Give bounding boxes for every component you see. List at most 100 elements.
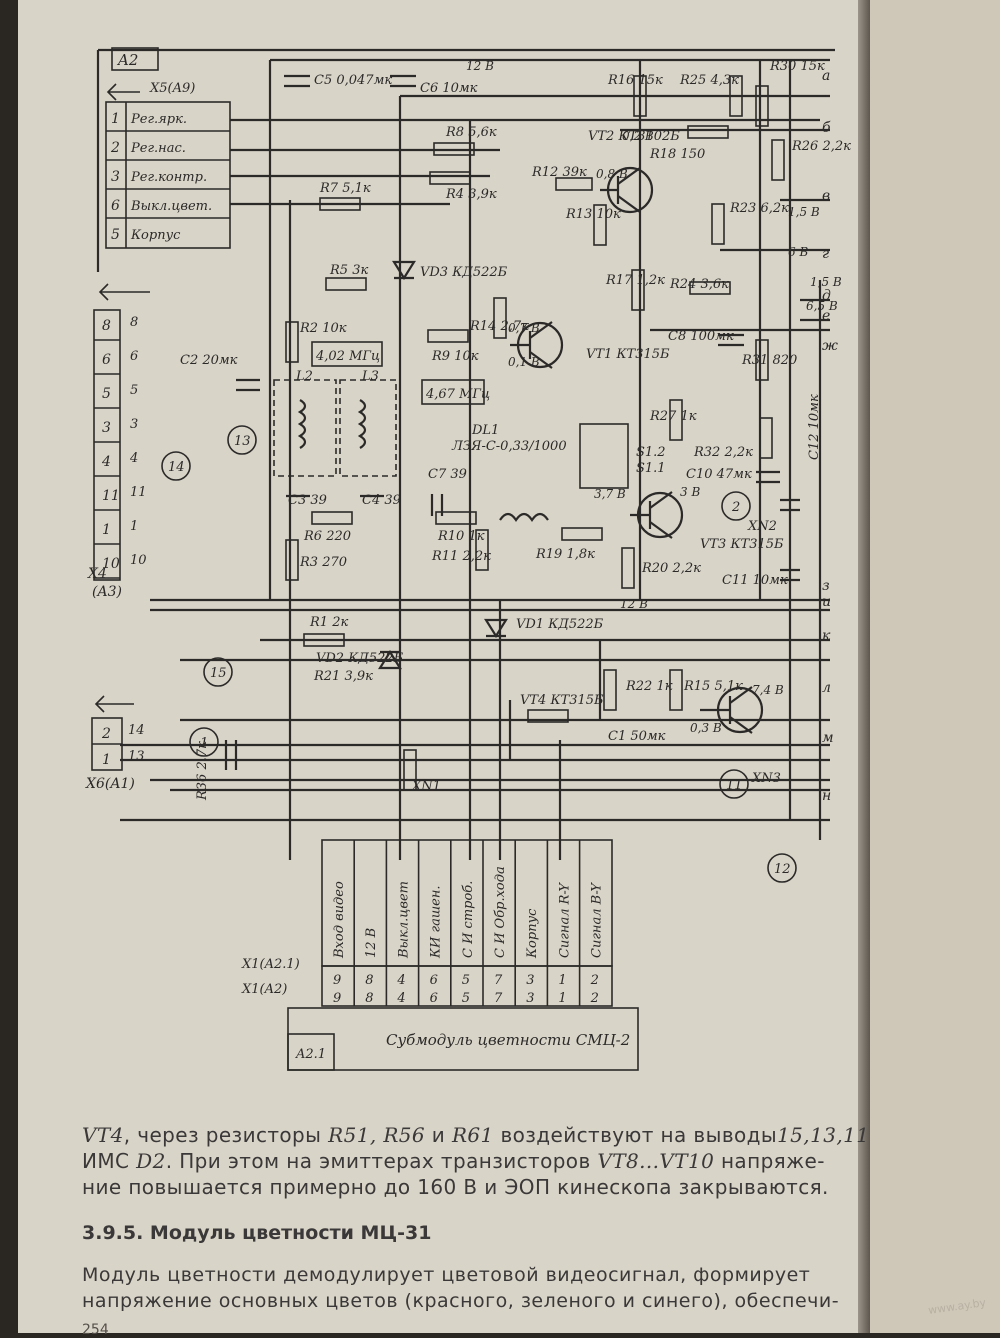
component-label: R24 3,6к xyxy=(669,277,729,292)
circled-number: 11 xyxy=(726,778,743,793)
circled-marker xyxy=(227,425,257,455)
x1-pin-bottom: 3 xyxy=(526,991,534,1006)
p1-part-5: воздействуют на выводы xyxy=(493,1123,778,1147)
component-label: C8 100мк xyxy=(668,329,734,344)
paragraph-1-line-1-text: VT4, через резисторы R51, R56 и R61 возд… xyxy=(82,1123,869,1147)
x1-column-label: Корпус xyxy=(525,908,540,959)
x1-pin-top: 9 xyxy=(333,973,341,988)
x1-pin-top: 3 xyxy=(526,973,534,988)
x1-pin-bottom: 4 xyxy=(396,991,405,1006)
x4-wire-label: 5 xyxy=(130,383,138,398)
submodule-block-label: A2.1 xyxy=(295,1047,326,1062)
x1-a2-label: X1(A2) xyxy=(241,982,287,997)
component-label: L2 xyxy=(295,369,313,384)
circled-marker xyxy=(767,853,797,883)
x1-connector xyxy=(287,839,639,1071)
bus-letter: л xyxy=(822,680,831,696)
x4-wire-label: 4 xyxy=(129,451,138,466)
bus-letter: м xyxy=(822,730,834,746)
component-label: R6 220 xyxy=(303,529,351,544)
component-label: R20 2,2к xyxy=(641,561,701,576)
component-label: C5 0,047мк xyxy=(314,73,392,88)
delay-line xyxy=(499,512,549,522)
x4-wire-label: 3 xyxy=(130,417,138,432)
module-frame xyxy=(96,48,835,272)
circled-marker xyxy=(721,491,751,521)
voltage-label: 3,7 В xyxy=(594,487,626,501)
x1-pin-bottom: 7 xyxy=(494,991,503,1006)
x4-wire-label: 6 xyxy=(130,349,138,364)
component-label: C3 39 xyxy=(288,493,327,508)
component-label: C6 10мк xyxy=(420,81,478,96)
circled-number: 14 xyxy=(168,460,185,475)
voltage-label: 12 В xyxy=(620,597,648,611)
component-label: VT3 КТ315Б xyxy=(700,537,784,552)
x1-pin-bottom: 2 xyxy=(590,991,599,1006)
x1-column-label: Выкл.цвет xyxy=(396,881,411,959)
x4-wire-label: 11 xyxy=(130,485,147,500)
x1-column-label: С И Обр.хода xyxy=(493,866,508,958)
p1-part-3: и xyxy=(425,1123,452,1147)
paragraph-2-line-2: напряжение основных цветов (красного, зе… xyxy=(82,1290,840,1312)
component-label: R15 5,1к xyxy=(683,679,743,694)
p1-text-b: D2 xyxy=(136,1149,166,1173)
component-label: R3 270 xyxy=(299,555,347,570)
x1-a21-label: X1(A2.1) xyxy=(241,957,300,972)
p1-part-2: R51, R56 xyxy=(328,1123,426,1147)
x1-column-label: Сигнал B-Y xyxy=(590,882,605,958)
component-label: R2 10к xyxy=(299,321,347,336)
vt1-transistor xyxy=(510,321,564,369)
component-label: VT1 КТ315Б xyxy=(586,347,670,362)
component-label: R13 10к xyxy=(565,207,621,222)
x1-pin-top: 4 xyxy=(396,973,405,988)
voltage-label: 0,1 В xyxy=(508,355,540,369)
x4-pin-number: 8 xyxy=(102,318,111,334)
component-label: R10 1к xyxy=(437,529,485,544)
x4-pin-number: 10 xyxy=(102,556,120,572)
x4-pin-number: 3 xyxy=(102,420,111,436)
x6-pin-number: 2 xyxy=(101,726,111,742)
voltage-label: 3 В xyxy=(680,485,700,499)
x4-pin-number: 5 xyxy=(102,386,111,402)
component-label: L3 xyxy=(361,369,379,384)
component-label: R30 15к xyxy=(769,59,825,74)
component-label: S1.2 xyxy=(636,445,666,460)
circled-marker xyxy=(203,657,233,687)
voltage-label: 0,2 В xyxy=(622,129,654,143)
component-label: R12 39к xyxy=(531,165,587,180)
component-label: ЛЗЯ-С-0,33/1000 xyxy=(451,439,567,454)
x1-column-label: С И строб. xyxy=(461,881,476,958)
component-label: C2 20мк xyxy=(180,353,238,368)
x4-pin-number: 1 xyxy=(102,522,111,538)
x1-pin-bottom: 8 xyxy=(365,991,373,1006)
freq-box-2 xyxy=(421,379,485,405)
component-label: R16 15к xyxy=(607,73,663,88)
component-label: R4 3,9к xyxy=(445,187,497,202)
voltage-label: 6,5 В xyxy=(806,299,838,313)
x5-pin-number: 5 xyxy=(111,227,120,243)
component-label: R23 6,2к xyxy=(729,201,789,216)
voltage-label: 1,5 В xyxy=(810,275,842,289)
x4-wire-label: 10 xyxy=(130,553,147,568)
component-label: VD1 КД522Б xyxy=(516,617,604,632)
circled-number: 2 xyxy=(731,500,740,515)
component-label: VD2 КД522Б xyxy=(316,651,404,666)
circled-marker xyxy=(719,769,749,799)
book-page-right xyxy=(870,0,1000,1333)
x5-pin-number: 2 xyxy=(110,140,120,156)
circled-marker xyxy=(189,727,219,757)
component-label: R14 2,7к xyxy=(469,319,529,334)
capacitors xyxy=(224,74,800,770)
component-label: C10 47мк xyxy=(686,467,752,482)
component-label: VT4 КТ315Б xyxy=(520,693,604,708)
component-label: VT2 КТ3102Б xyxy=(588,129,680,144)
circled-number: 1 xyxy=(200,736,208,751)
component-label: C7 39 xyxy=(428,467,467,482)
x1-pin-top: 6 xyxy=(430,973,438,988)
x5-pin-label: Рег.контр. xyxy=(130,170,207,185)
paragraph-1: VT4, через резисторы R51, R56 и R61 возд… xyxy=(82,1122,872,1200)
component-label: R17 1,2к xyxy=(605,273,665,288)
section-heading: 3.9.5. Модуль цветности МЦ-31 xyxy=(82,1222,432,1244)
component-label: R27 1к xyxy=(649,409,697,424)
resistors xyxy=(285,75,785,791)
